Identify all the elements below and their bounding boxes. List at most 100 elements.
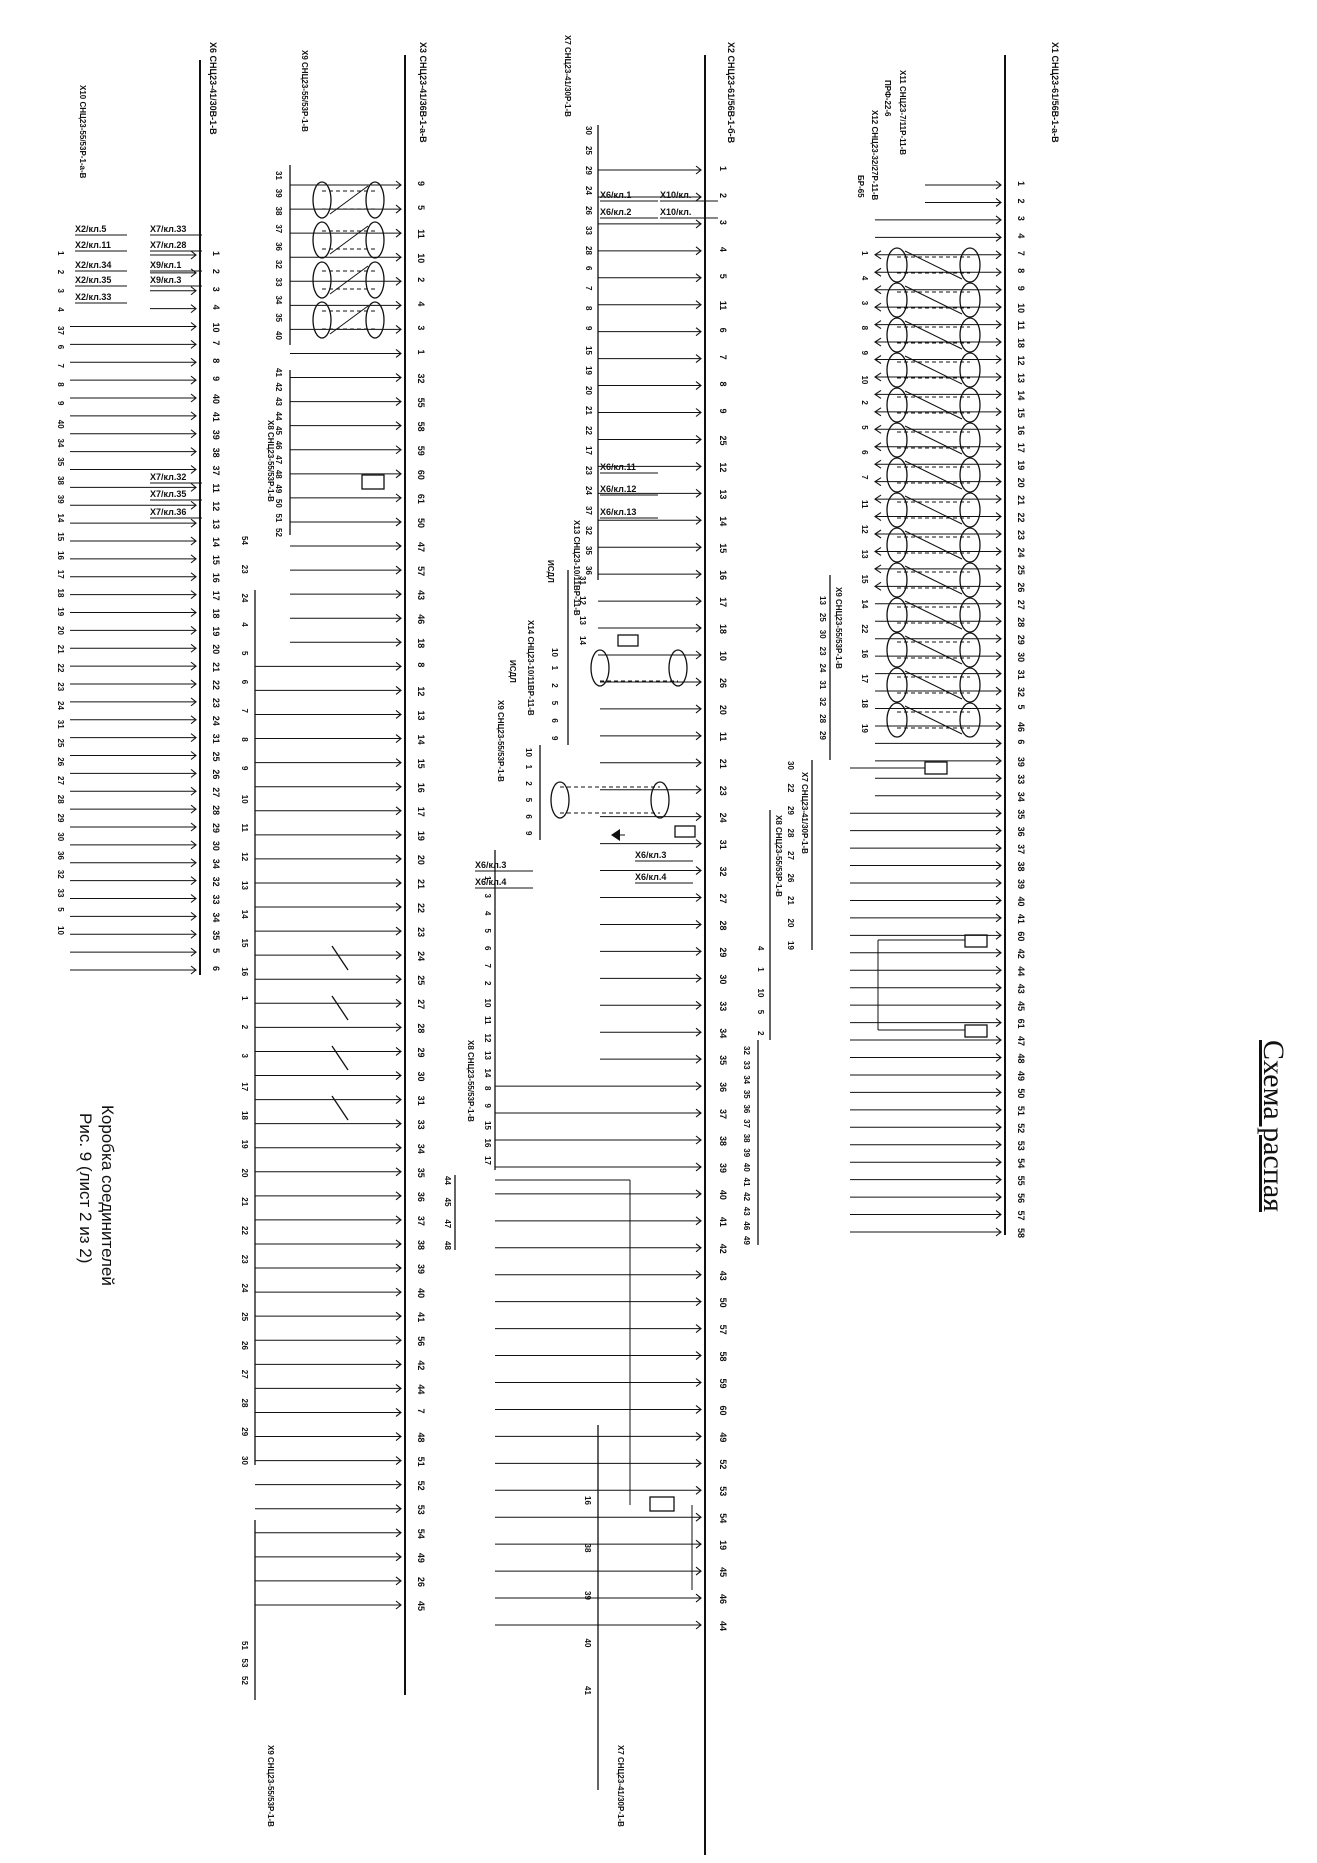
x7b-pin-1: 25 (584, 146, 593, 155)
x1-lower-pin-8: 40 (742, 1163, 751, 1172)
x8c-pin-1: 42 (274, 383, 283, 392)
x3-wire-arrow-31 (395, 926, 402, 936)
x1-pin-43: 60 (1016, 931, 1026, 941)
x3-pin-0: 9 (416, 181, 426, 186)
x1-twist-9 (904, 565, 963, 595)
x2-wire-arrow-46 (695, 1405, 702, 1414)
x1-wire-arrow-20 (995, 529, 1002, 539)
x1-wire-arrow-10 (995, 355, 1002, 364)
x1-twist-7 (904, 495, 963, 525)
x8b-connector-label: Х8 СНЦ23-55/53Р-1-В (466, 1040, 475, 1122)
x2-wire-arrow-0 (695, 165, 702, 175)
x3-pin-3: 10 (416, 253, 426, 263)
x6-pin-11: 38 (211, 448, 221, 458)
x2-wire-arrow-38 (695, 1189, 702, 1199)
x2-pin-20: 20 (718, 705, 728, 715)
x3-wire-arrow-21 (395, 685, 402, 695)
x2-wire-arrow-20 (695, 704, 702, 714)
x8b-pin-1: 3 (483, 894, 492, 899)
x2-connector-label: Х2 СНЦ23-61/56В-1-б-В (726, 42, 736, 144)
x6-pin-5: 7 (211, 340, 221, 345)
x2-pin-38: 40 (718, 1190, 728, 1200)
x3-left-pin-28: 26 (240, 1341, 249, 1350)
x14-pin-1: 1 (550, 666, 559, 671)
x1-wire-arrow-40 (995, 878, 1002, 888)
x1-wire-arrow-31 (995, 721, 1002, 731)
x12-connector-label: Х12 СНЦ23-32/27Р-11-В (870, 110, 879, 201)
x3-left-pin-19: 17 (240, 1082, 249, 1091)
x1-wire-arrow-4 (995, 250, 1002, 260)
x2-wire-arrow-23 (695, 785, 702, 795)
x3-pin-19: 18 (416, 638, 426, 648)
x6-pin-19: 17 (211, 591, 221, 601)
isd2-label: ИСДЛ (508, 660, 517, 683)
x3-pin-51: 7 (416, 1408, 426, 1413)
x2-shield-3 (650, 781, 670, 819)
x10-pin-22: 22 (56, 664, 65, 673)
x9a-connector-label: Х9 СНЦ23-55/53Р-1-В (834, 587, 843, 669)
x3-pin-35: 28 (416, 1023, 426, 1033)
x3-wire-arrow-37 (395, 1071, 402, 1080)
x3-twist-0 (329, 185, 369, 215)
x11-fork-10 (874, 424, 882, 434)
x1-wire-arrow-26 (995, 634, 1002, 644)
x7b-pin-17: 23 (584, 466, 593, 475)
x3-wire-arrow-19 (395, 637, 402, 647)
x10-pin-15: 15 (56, 532, 65, 541)
x3-wire-arrow-25 (395, 782, 402, 792)
x3-left-pin-31: 29 (240, 1427, 249, 1436)
x2-pin-43: 57 (718, 1325, 728, 1335)
x2-pin-2: 3 (718, 220, 728, 225)
x6-wire-arrow-27 (190, 733, 197, 743)
x3-pin-2: 11 (416, 229, 426, 239)
x1-shield-left-13 (886, 702, 908, 738)
x3-wire-arrow-55 (395, 1504, 402, 1514)
x3-wire-arrow-57 (395, 1552, 402, 1562)
x3-twist-3 (329, 305, 369, 335)
x7b-pin-10: 9 (584, 326, 593, 331)
x2-pin-52: 45 (718, 1567, 728, 1577)
x2-jumper-label-x6kl4_b: X6/кл.4 (635, 872, 666, 882)
x11-fork-14 (874, 494, 882, 504)
x7b-pin-7: 6 (584, 266, 593, 271)
x10-pin-21: 21 (56, 645, 65, 654)
x3-wire-arrow-0 (395, 180, 402, 190)
x10-pin-27: 26 (56, 757, 65, 766)
x9c-connector-label: Х9 СНЦ23-55/53Р-1-В (300, 50, 309, 132)
x1-pin-25: 28 (1016, 617, 1026, 627)
x6-wire-arrow-5 (190, 339, 197, 349)
x1-pin-55: 53 (1016, 1141, 1026, 1151)
x3-left-pin-0: 54 (240, 536, 249, 545)
x2-jumper-label-x10kl_b: X10/кл. (660, 207, 691, 217)
x1-wire-arrow-9 (995, 337, 1002, 347)
x11-pin-13: 15 (860, 575, 869, 584)
x6-wire-arrow-15 (190, 518, 197, 528)
x6-wire-arrow-4 (190, 322, 197, 331)
x2-pin-3: 4 (718, 247, 728, 252)
x3-wire-arrow-35 (395, 1022, 402, 1032)
x9c-pin-2: 38 (274, 207, 283, 216)
x1-wire-arrow-45 (995, 965, 1002, 975)
x10-pin-2: 3 (56, 289, 65, 294)
x3-pin-42: 36 (416, 1192, 426, 1202)
x10-pin-30: 29 (56, 814, 65, 823)
x2-wire-arrow-29 (695, 946, 702, 956)
x3-wire-arrow-5 (395, 300, 402, 310)
x3-wire-arrow-34 (395, 998, 402, 1008)
x1-pin-47: 45 (1016, 1001, 1026, 1011)
x2-pin-16: 17 (718, 597, 728, 607)
x9c-pin-1: 39 (274, 189, 283, 198)
x6-jumper-label-x7kl35: X7/кл.35 (150, 489, 186, 499)
x7b-pin-5: 33 (584, 226, 593, 235)
x3-left-pin-4: 5 (240, 651, 249, 656)
x2-splice-block-2 (674, 825, 696, 838)
x1-pin-38: 37 (1016, 844, 1026, 854)
x11-pin-11: 12 (860, 525, 869, 534)
x1-shield-right-8 (959, 527, 981, 563)
x2-wire-arrow-24 (695, 812, 702, 822)
x8b-pin-13: 9 (483, 1104, 492, 1109)
x3-pin-25: 16 (416, 783, 426, 793)
x9b-pin-2: 2 (524, 781, 533, 786)
x9a-pin-8: 29 (818, 731, 827, 740)
x1-pin-34: 33 (1016, 774, 1026, 784)
